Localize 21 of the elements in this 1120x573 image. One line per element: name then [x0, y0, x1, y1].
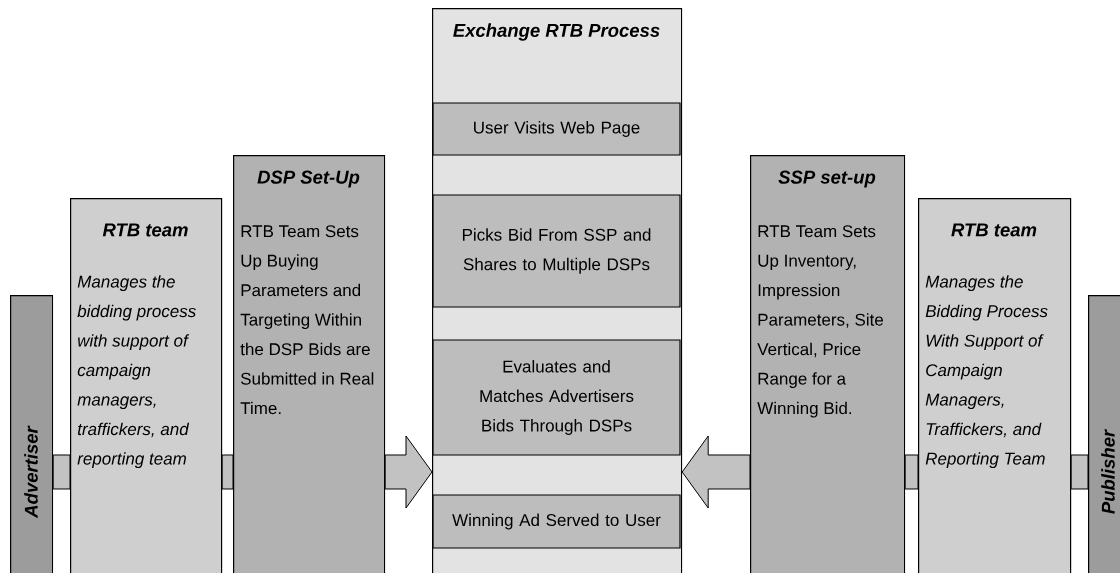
panel-text: Manages the bidding process with support of campaign managers, traffickers, and reporting team: [77, 275, 196, 469]
side-label: Publisher: [1101, 429, 1115, 514]
panel-text: RTB Team Sets Up Inventory, Impression Parameters, Site Vertical, Price Range for a Winning Bid.: [757, 225, 884, 418]
panel-heading: DSP Set-Up: [257, 170, 360, 188]
step-box: Winning Ad Served to User: [432, 494, 681, 549]
step-box: User Visits Web Page: [432, 102, 681, 156]
side-label: Advertiser: [24, 425, 38, 519]
panel-text: Manages the Bidding Process With Support of Campaign Managers, Traffickers, and Reporting Team: [925, 275, 1048, 469]
step-box: Evaluates and Matches Advertisers Bids Through DSPs: [432, 339, 681, 456]
panel-heading: SSP set-up: [778, 170, 876, 188]
block-arrow: [221, 454, 234, 490]
block-arrow: [904, 454, 919, 490]
panel-heading: RTB team: [102, 223, 188, 237]
block-arrow: [52, 454, 71, 490]
block-arrow: [1070, 454, 1089, 490]
panel-heading: RTB team: [951, 223, 1037, 237]
panel-heading: Exchange RTB Process: [453, 23, 660, 41]
block-arrow: [681, 435, 751, 509]
step-box: Picks Bid From SSP and Shares to Multiple DSPs: [432, 194, 681, 308]
block-arrow: [384, 435, 433, 509]
panel-text: RTB Team Sets Up Buying Parameters and Targeting Within the DSP Bids are Submitted in Real Time.: [240, 225, 374, 415]
